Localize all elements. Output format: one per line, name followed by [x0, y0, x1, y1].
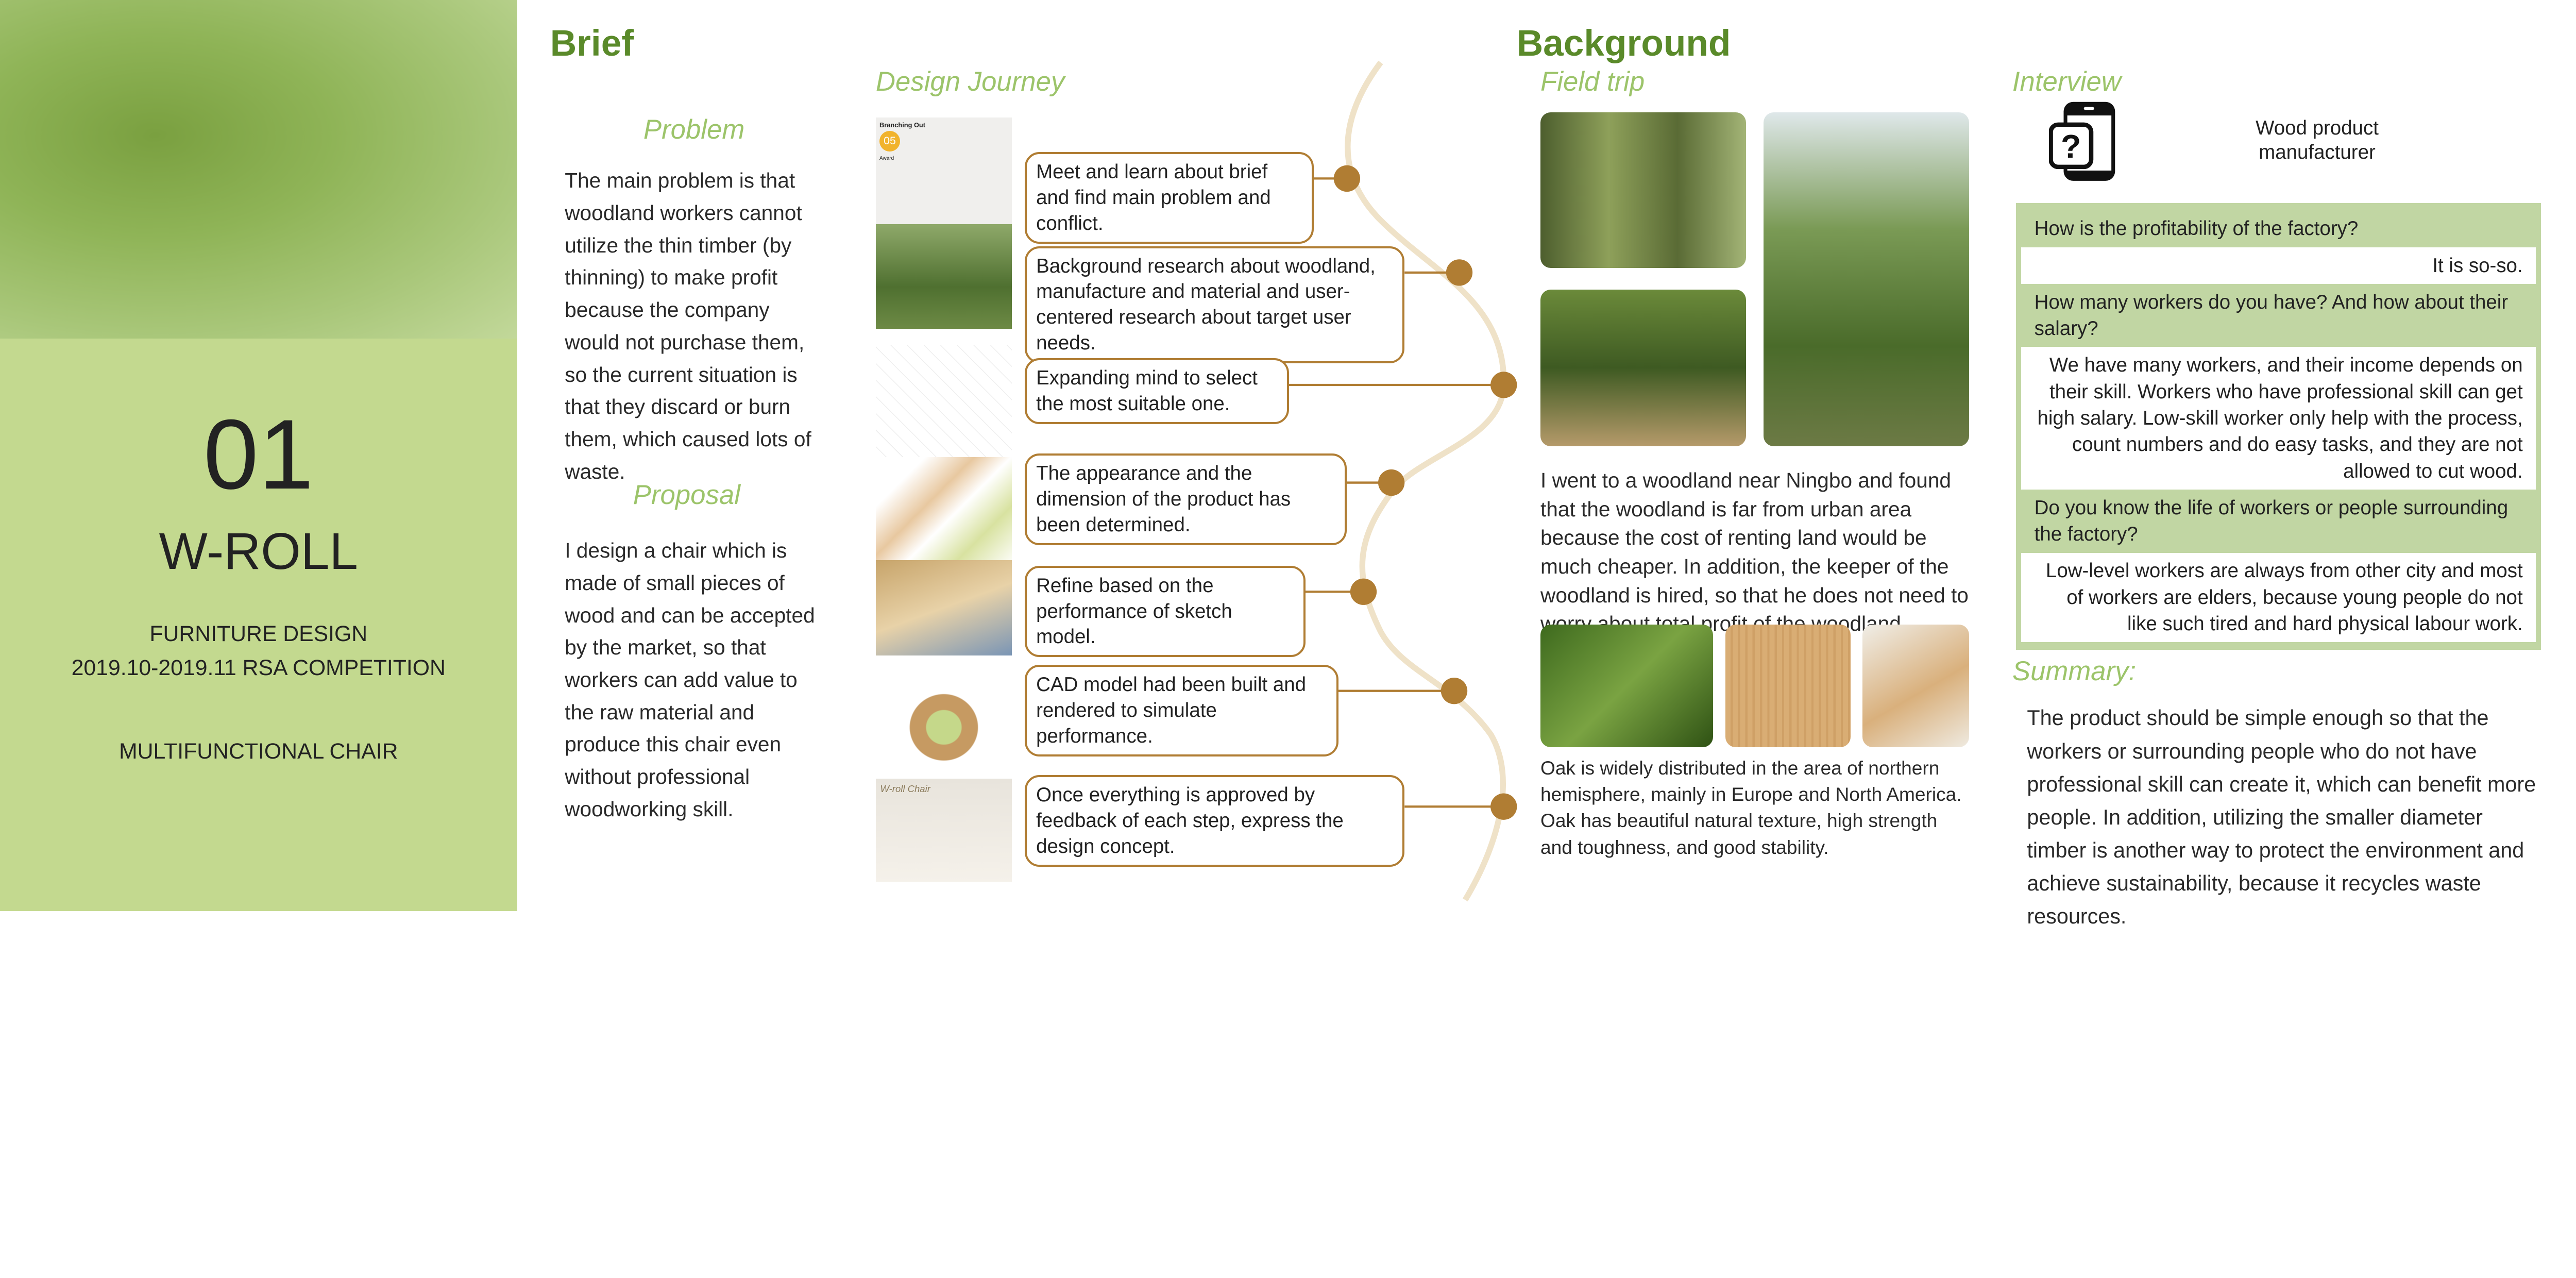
timeline-dot-1 — [1333, 165, 1361, 192]
question-3: Do you know the life of workers or peopl… — [2021, 489, 2536, 553]
field-trip-heading: Field trip — [1540, 66, 1645, 97]
project-dates: 2019.10-2019.11 RSA COMPETITION — [71, 655, 446, 680]
concept-board-title: W-roll Chair — [880, 783, 930, 794]
journey-step-7: Once everything is approved by feedback … — [1024, 775, 1405, 867]
journey-step-3: Expanding mind to select the most suitab… — [1024, 358, 1289, 424]
poster: 01 W-ROLL FURNITURE DESIGN 2019.10-2019.… — [0, 0, 2541, 928]
timeline-dot-5 — [1350, 578, 1377, 605]
oak-text: Oak is widely distributed in the area of… — [1540, 756, 1962, 858]
problem-text: The main problem is that woodland worker… — [565, 169, 811, 483]
interview-heading: Interview — [2012, 66, 2121, 97]
journey-step-6: CAD model had been built and rendered to… — [1024, 665, 1338, 756]
interview-table: How is the profitability of the factory?… — [2016, 203, 2541, 650]
thumb-label: Award — [879, 155, 894, 161]
journey-step-1: Meet and learn about brief and find main… — [1024, 152, 1314, 244]
answer-2: We have many workers, and their income d… — [2021, 347, 2536, 490]
exploded-parts-image — [875, 457, 1012, 568]
wooden-chair-photo — [1862, 624, 1969, 748]
person-in-woods-photo — [1540, 289, 1747, 446]
proposal-text: I design a chair which is made of small … — [565, 539, 815, 821]
answer-1: It is so-so. — [2021, 247, 2536, 284]
project-category: FURNITURE DESIGN — [149, 621, 368, 646]
tall-trees-photo — [1763, 112, 1969, 446]
cover-panel: 01 W-ROLL FURNITURE DESIGN 2019.10-2019.… — [0, 339, 517, 911]
project-title: W-ROLL — [159, 523, 358, 580]
interviewee-label: Wood product manufacturer — [2256, 116, 2379, 163]
summary-heading: Summary: — [2012, 656, 2137, 687]
brief-title: Brief — [550, 22, 634, 64]
concept-board-image: W-roll Chair — [875, 779, 1012, 882]
design-journey-heading: Design Journey — [875, 66, 1065, 97]
timeline-dot-4 — [1378, 469, 1405, 496]
project-number: 01 — [203, 399, 314, 510]
sketches-image — [875, 345, 1012, 463]
phone-question-icon: ? — [2049, 102, 2115, 181]
timeline-dot-3 — [1490, 372, 1517, 398]
journey-step-2: Background research about woodland, manu… — [1024, 246, 1405, 364]
background-title: Background — [1516, 22, 1731, 64]
woodland-photo — [875, 224, 1012, 329]
question-1: How is the profitability of the factory? — [2021, 210, 2536, 247]
oak-wood-texture-photo — [1725, 624, 1851, 748]
question-2: How many workers do you have? And how ab… — [2021, 283, 2536, 347]
journey-timeline — [1289, 60, 1517, 902]
summary-text: The product should be simple enough so t… — [2027, 706, 2536, 929]
svg-text:?: ? — [2061, 128, 2081, 165]
timeline-dot-6 — [1440, 678, 1468, 704]
journey-step-4: The appearance and the dimension of the … — [1024, 453, 1347, 545]
timeline-dot-2 — [1446, 259, 1473, 286]
field-trip-text: I went to a woodland near Ningbo and fou… — [1540, 468, 1969, 636]
thumb-badge: 05 — [879, 131, 900, 152]
project-subtitle: MULTIFUNCTIONAL CHAIR — [119, 739, 398, 764]
sketch-model-photo — [875, 560, 1012, 656]
thumb-title: Branching Out — [879, 121, 926, 129]
timeline-dot-7 — [1490, 793, 1517, 820]
journey-step-5: Refine based on the performance of sketc… — [1024, 565, 1306, 658]
answer-3: Low-level workers are always from other … — [2021, 552, 2536, 643]
brief-document-thumbnail: Branching Out 05 Award — [875, 117, 1012, 236]
cad-render-image — [875, 661, 1012, 771]
forest-road-photo — [1540, 112, 1747, 268]
oak-forest-photo — [1540, 624, 1713, 748]
proposal-heading: Proposal — [633, 480, 740, 511]
problem-heading: Problem — [643, 114, 745, 145]
forest-photo — [0, 0, 517, 339]
timeline-curve — [1345, 60, 1507, 902]
